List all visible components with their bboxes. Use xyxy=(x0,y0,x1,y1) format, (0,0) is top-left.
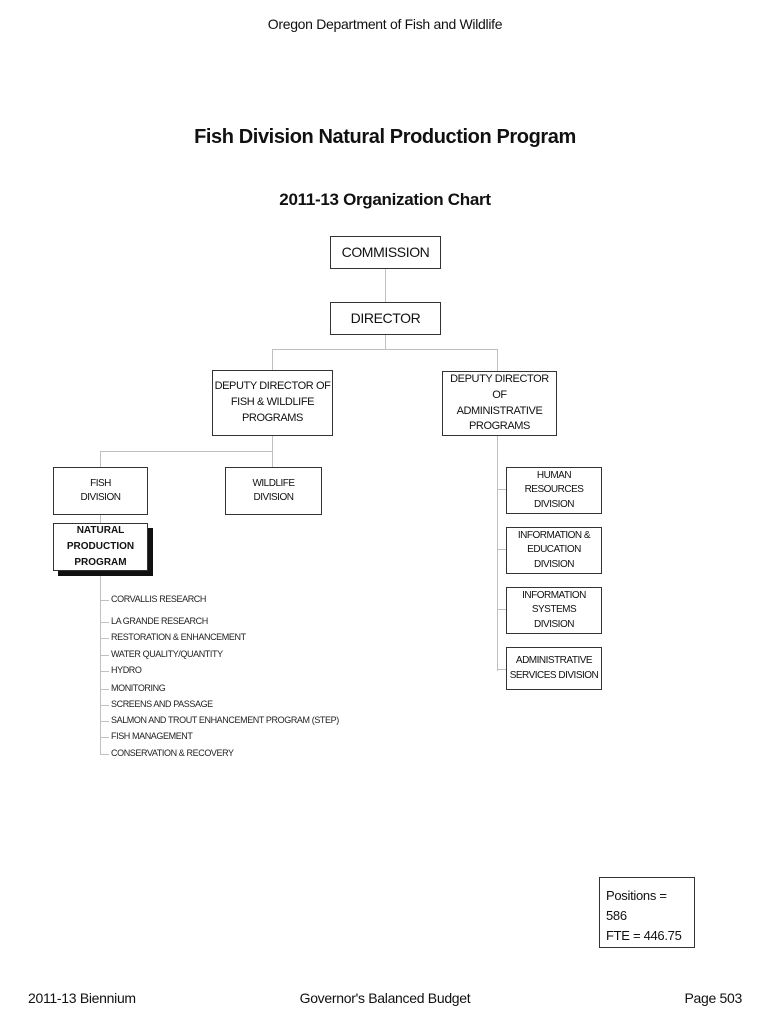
footer-budget: Governor's Balanced Budget xyxy=(299,990,471,1006)
program-item: FISH MANAGEMENT xyxy=(111,731,193,741)
director-box: DIRECTOR xyxy=(330,302,441,335)
footer-page-number: Page 503 xyxy=(684,990,742,1006)
program-item-tick xyxy=(100,721,109,722)
administrative-services-division-box: ADMINISTRATIVE SERVICES DIVISION xyxy=(506,647,602,690)
chart-subtitle: 2011-13 Organization Chart xyxy=(279,190,491,209)
connector-fish-npp xyxy=(100,514,101,523)
program-item: CORVALLIS RESEARCH xyxy=(111,594,206,604)
program-item-tick xyxy=(100,655,109,656)
program-item: SCREENS AND PASSAGE xyxy=(111,699,213,709)
program-item: SALMON AND TROUT ENHANCEMENT PROGRAM (ST… xyxy=(111,715,339,725)
program-item-tick xyxy=(100,754,109,755)
connector-to-deputy-admin xyxy=(497,349,498,371)
deputy-director-fish-wildlife-box: DEPUTY DIRECTOR OF FISH & WILDLIFE PROGR… xyxy=(212,370,333,436)
connector-admin-vertical xyxy=(497,435,498,671)
connector-to-wildlife-division xyxy=(272,451,273,467)
program-item: CONSERVATION & RECOVERY xyxy=(111,748,234,758)
connector-divisions-horizontal xyxy=(100,451,273,452)
footer-biennium: 2011-13 Biennium xyxy=(28,990,136,1006)
connector-deputies-horizontal xyxy=(272,349,498,350)
program-item-tick xyxy=(100,705,109,706)
connector-admin-is xyxy=(497,609,506,610)
positions-fte-box: Positions = 586 FTE = 446.75 xyxy=(599,877,695,948)
human-resources-division-box: HUMAN RESOURCES DIVISION xyxy=(506,467,602,514)
connector-to-deputy-fw xyxy=(272,349,273,370)
connector-admin-ie xyxy=(497,549,506,550)
program-item: HYDRO xyxy=(111,665,142,675)
program-item-tick xyxy=(100,622,109,623)
program-item: LA GRANDE RESEARCH xyxy=(111,616,208,626)
deputy-director-admin-box: DEPUTY DIRECTOR OF ADMINISTRATIVE PROGRA… xyxy=(442,371,557,436)
page-title: Fish Division Natural Production Program xyxy=(194,126,576,148)
connector-deputy-fw-down xyxy=(272,435,273,451)
connector-admin-as xyxy=(497,669,506,670)
program-item: RESTORATION & ENHANCEMENT xyxy=(111,632,246,642)
program-item-tick xyxy=(100,737,109,738)
natural-production-program-box: NATURAL PRODUCTION PROGRAM xyxy=(53,523,148,571)
commission-box: COMMISSION xyxy=(330,236,441,269)
fte-count: FTE = 446.75 xyxy=(606,928,682,944)
program-item: MONITORING xyxy=(111,683,166,693)
connector-admin-hr xyxy=(497,489,506,490)
connector-commission-director xyxy=(385,268,386,302)
program-item-tick xyxy=(100,671,109,672)
information-education-division-box: INFORMATION & EDUCATION DIVISION xyxy=(506,527,602,574)
program-item: WATER QUALITY/QUANTITY xyxy=(111,649,223,659)
wildlife-division-box: WILDLIFE DIVISION xyxy=(225,467,322,515)
connector-npp-items-vertical xyxy=(100,576,101,754)
information-systems-division-box: INFORMATION SYSTEMS DIVISION xyxy=(506,587,602,634)
program-item-tick xyxy=(100,600,109,601)
page-header: Oregon Department of Fish and Wildlife xyxy=(267,16,503,32)
positions-count: Positions = 586 xyxy=(606,888,667,924)
program-item-tick xyxy=(100,689,109,690)
fish-division-box: FISH DIVISION xyxy=(53,467,148,515)
connector-director-deputies xyxy=(385,334,386,349)
program-item-tick xyxy=(100,638,109,639)
connector-to-fish-division xyxy=(100,451,101,467)
